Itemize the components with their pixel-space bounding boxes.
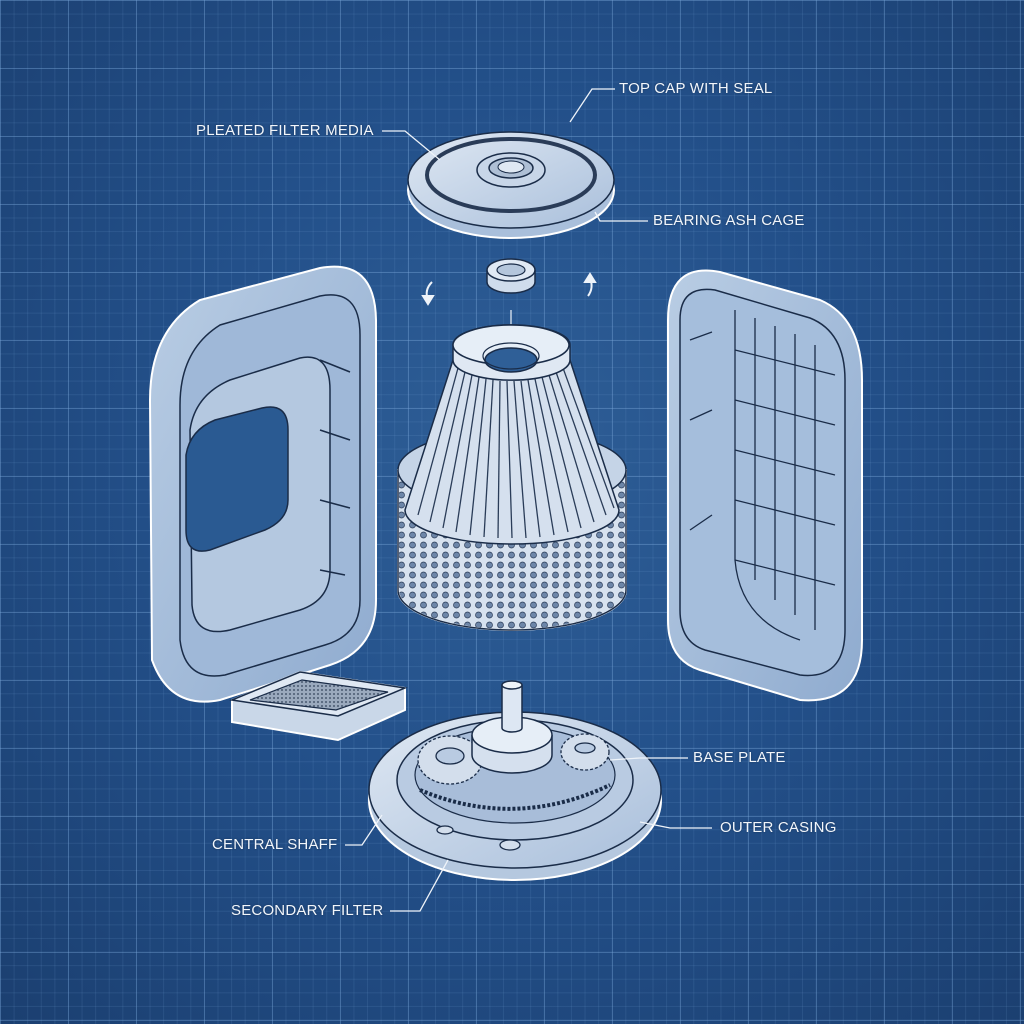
pleated-cone-filter [397, 324, 627, 631]
top-cap [407, 131, 615, 239]
label-bearing: BEARING ASH CAGE [653, 212, 805, 229]
label-base-plate: BASE PLATE [693, 749, 786, 766]
label-top-cap: TOP CAP WITH SEAL [619, 80, 773, 97]
label-outer-casing: OUTER CASING [720, 819, 837, 836]
label-pleated-filter-media: PLEATED FILTER MEDIA [196, 122, 374, 139]
label-secondary-filter: SECONDARY FILTER [231, 902, 384, 919]
rotation-arrows [421, 272, 597, 306]
label-central-shaft: CENTRAL SHAFF [212, 836, 338, 853]
leader-lines [345, 88, 712, 912]
bearing [486, 258, 536, 294]
gear-base-plate [368, 680, 662, 881]
left-housing-half [148, 265, 377, 703]
right-housing-half [667, 269, 863, 702]
secondary-filter-pad [229, 670, 408, 742]
